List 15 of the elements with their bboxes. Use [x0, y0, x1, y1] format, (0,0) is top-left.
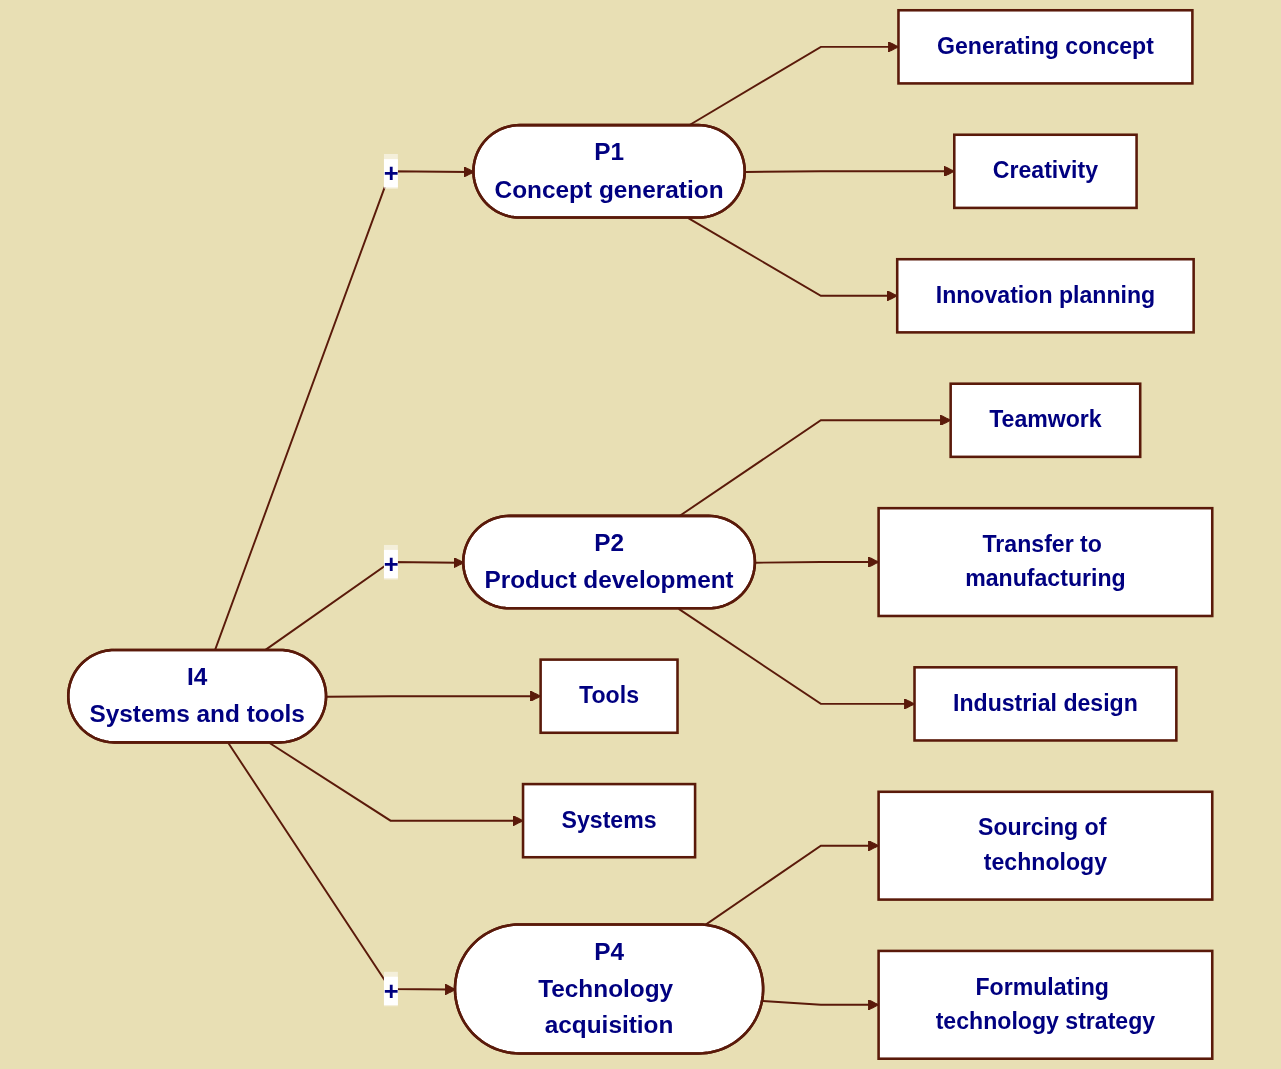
node-box: Transfer to manufacturing — [877, 506, 1214, 618]
arrow — [268, 742, 524, 827]
node-box: Industrial design — [913, 666, 1178, 742]
node-box: Creativity — [953, 133, 1139, 210]
node-box: Sourcing of technology — [877, 790, 1214, 901]
edge-label: + — [384, 159, 399, 188]
edge-label: + — [384, 976, 399, 1005]
node-box: Tools — [539, 658, 680, 735]
arrow — [687, 217, 898, 302]
node-box: Generating concept — [897, 9, 1194, 85]
node-box: Formulating technology strategy — [877, 949, 1214, 1060]
node-box: Systems — [522, 782, 697, 859]
edge-label: + — [384, 549, 399, 579]
node-box: Innovation planning — [896, 257, 1196, 334]
node-box: Teamwork — [949, 382, 1142, 459]
